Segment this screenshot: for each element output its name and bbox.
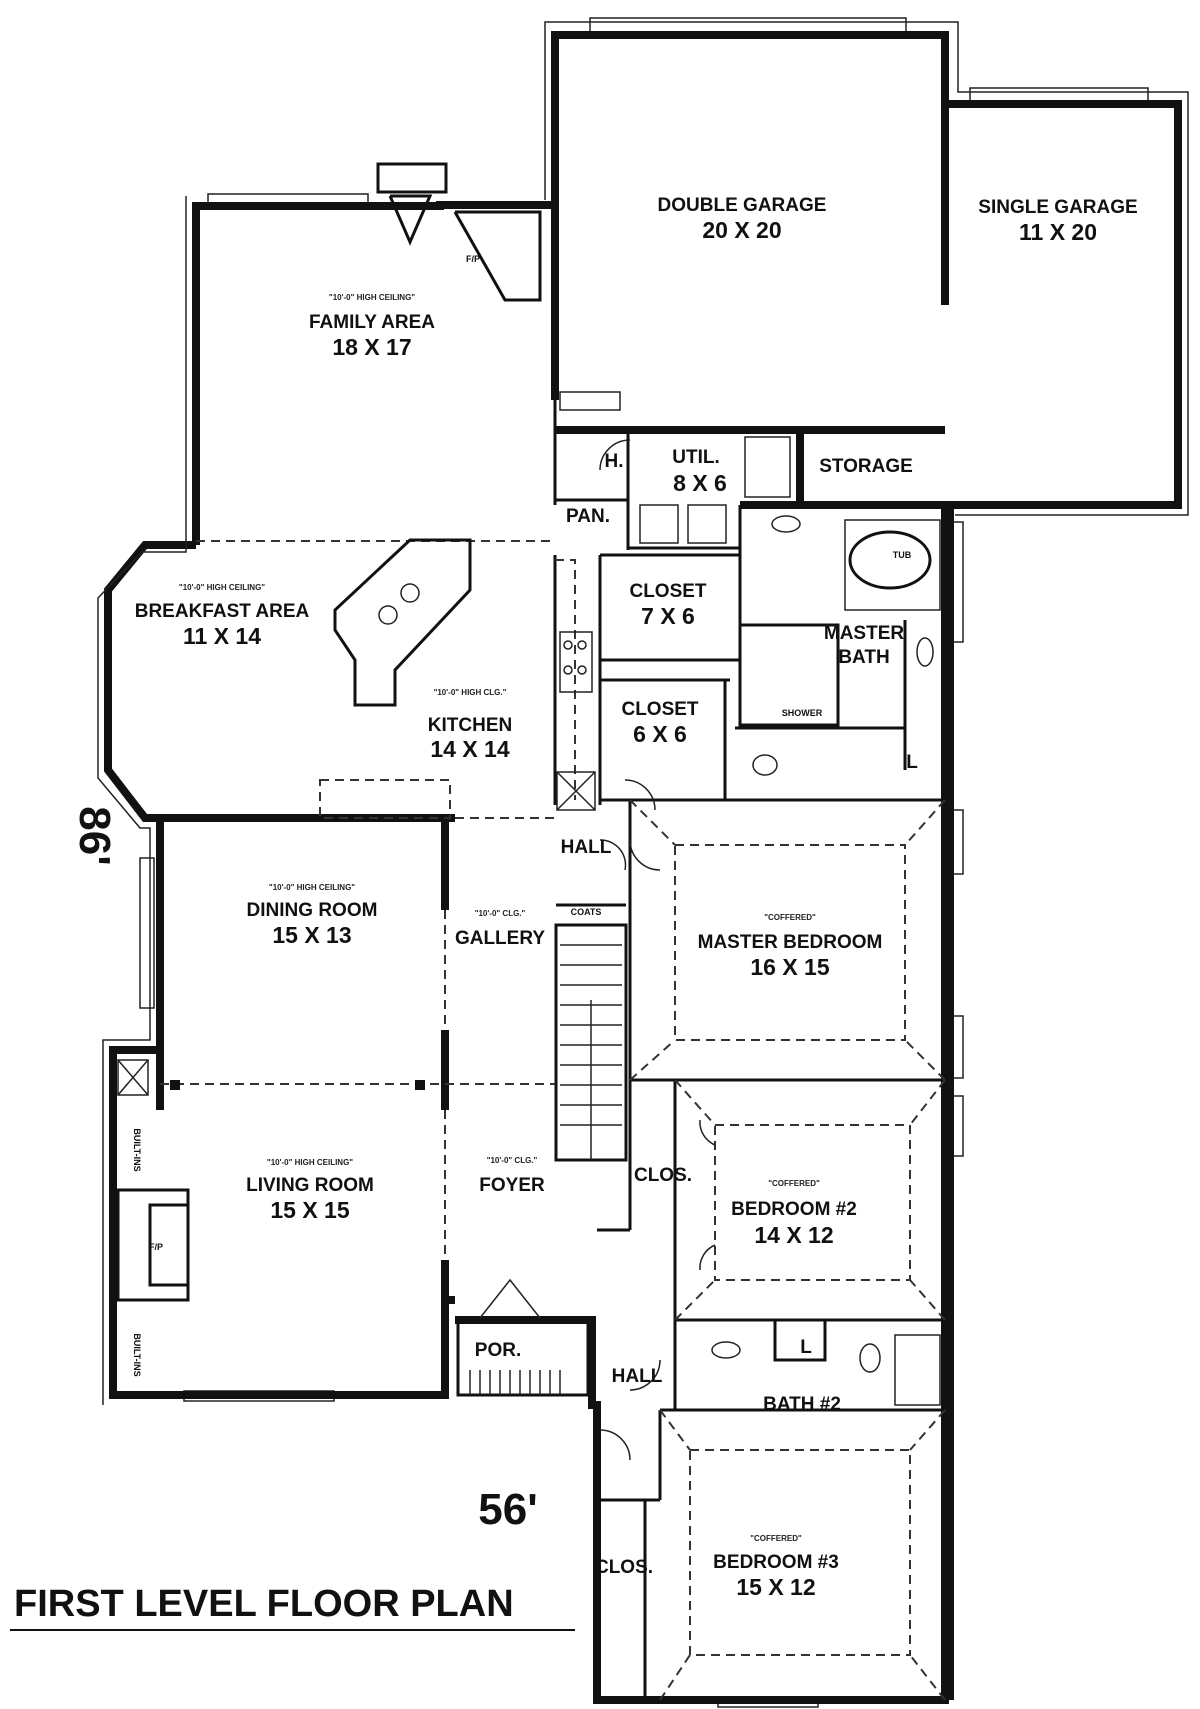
interior-walls: [156, 104, 950, 1700]
bedroom-3-dims: 15 X 12: [736, 1574, 815, 1600]
living-dims: 15 X 15: [270, 1197, 349, 1223]
family-area-note: "10'-0" HIGH CEILING": [329, 293, 415, 302]
dining-name: DINING ROOM: [247, 900, 378, 921]
living-name: LIVING ROOM: [246, 1175, 374, 1196]
coats-label: COATS: [571, 907, 602, 917]
dashed-lines: [160, 540, 946, 1701]
storage-name: STORAGE: [819, 456, 913, 477]
overall-depth-label: 86': [70, 806, 119, 865]
bedroom-3-name: BEDROOM #3: [713, 1552, 839, 1573]
bedroom-2-name: BEDROOM #2: [731, 1199, 857, 1220]
breakfast-note: "10'-0" HIGH CEILING": [179, 583, 265, 592]
double-garage-name: DOUBLE GARAGE: [658, 195, 827, 216]
living-fireplace-label: F/P: [149, 1242, 163, 1252]
family-area-dims: 18 X 17: [332, 334, 411, 360]
master-bath-name-line1: MASTER: [824, 623, 905, 644]
closet-2-dims: 6 X 6: [633, 721, 687, 747]
single-garage-name: SINGLE GARAGE: [978, 197, 1137, 218]
built-ins-2-label: BUILT-INS: [132, 1333, 142, 1376]
exterior-outline: [97, 21, 1189, 1405]
bedroom-2-dims: 14 X 12: [754, 1222, 833, 1248]
bath-2-linen-label: L: [800, 1337, 812, 1358]
bath-2-name: BATH #2: [763, 1394, 841, 1415]
single-garage-dims: 11 X 20: [1019, 219, 1097, 245]
bedroom-3-note: "COFFERED": [750, 1534, 802, 1543]
built-ins-1-label: BUILT-INS: [132, 1128, 142, 1171]
shower-label: SHOWER: [782, 708, 823, 718]
family-area-name: FAMILY AREA: [309, 312, 435, 333]
util-dims: 8 X 6: [673, 470, 727, 496]
bedroom-2-note: "COFFERED": [768, 1179, 820, 1188]
clos-2-name: CLOS.: [595, 1557, 653, 1578]
hall-lower-name: HALL: [612, 1366, 663, 1387]
breakfast-name: BREAKFAST AREA: [135, 601, 310, 622]
dining-note: "10'-0" HIGH CEILING": [269, 883, 355, 892]
plan-title: FIRST LEVEL FLOOR PLAN: [14, 1583, 514, 1625]
exterior-walls: [104, 31, 1182, 1704]
foyer-name: FOYER: [479, 1175, 545, 1196]
closet-1-name: CLOSET: [629, 581, 706, 602]
tub-label: TUB: [893, 550, 912, 560]
double-garage-dims: 20 X 20: [702, 217, 781, 243]
foyer-note: "10'-0" CLG.": [487, 1156, 538, 1165]
master-bedroom-dims: 16 X 15: [750, 954, 829, 980]
gallery-note: "10'-0" CLG.": [475, 909, 526, 918]
dining-dims: 15 X 13: [272, 922, 351, 948]
util-name: UTIL.: [672, 447, 720, 468]
gallery-name: GALLERY: [455, 928, 545, 949]
fixtures: [116, 162, 941, 1461]
kitchen-name: KITCHEN: [428, 715, 512, 736]
breakfast-dims: 11 X 14: [183, 623, 261, 649]
kitchen-note: "10'-0" HIGH CLG.": [434, 688, 507, 697]
closet-2-name: CLOSET: [621, 699, 698, 720]
clos-1-name: CLOS.: [634, 1165, 692, 1186]
master-bath-name-line2: BATH: [838, 647, 889, 668]
overall-width-label: 56': [478, 1485, 537, 1534]
master-linen-label: L: [906, 752, 918, 773]
living-note: "10'-0" HIGH CEILING": [267, 1158, 353, 1167]
family-fireplace-label: F/P: [466, 254, 480, 264]
closet-1-dims: 7 X 6: [641, 603, 695, 629]
room-labels: DOUBLE GARAGE 20 X 20 SINGLE GARAGE 11 X…: [132, 195, 1138, 1600]
master-bedroom-name: MASTER BEDROOM: [698, 932, 883, 953]
pantry-label: PAN.: [566, 506, 610, 527]
porch-name: POR.: [475, 1340, 521, 1361]
h-label: H.: [605, 451, 624, 472]
hall-upper-name: HALL: [561, 837, 612, 858]
kitchen-dims: 14 X 14: [430, 736, 509, 762]
windows: [139, 17, 1149, 1708]
master-bedroom-note: "COFFERED": [764, 913, 816, 922]
